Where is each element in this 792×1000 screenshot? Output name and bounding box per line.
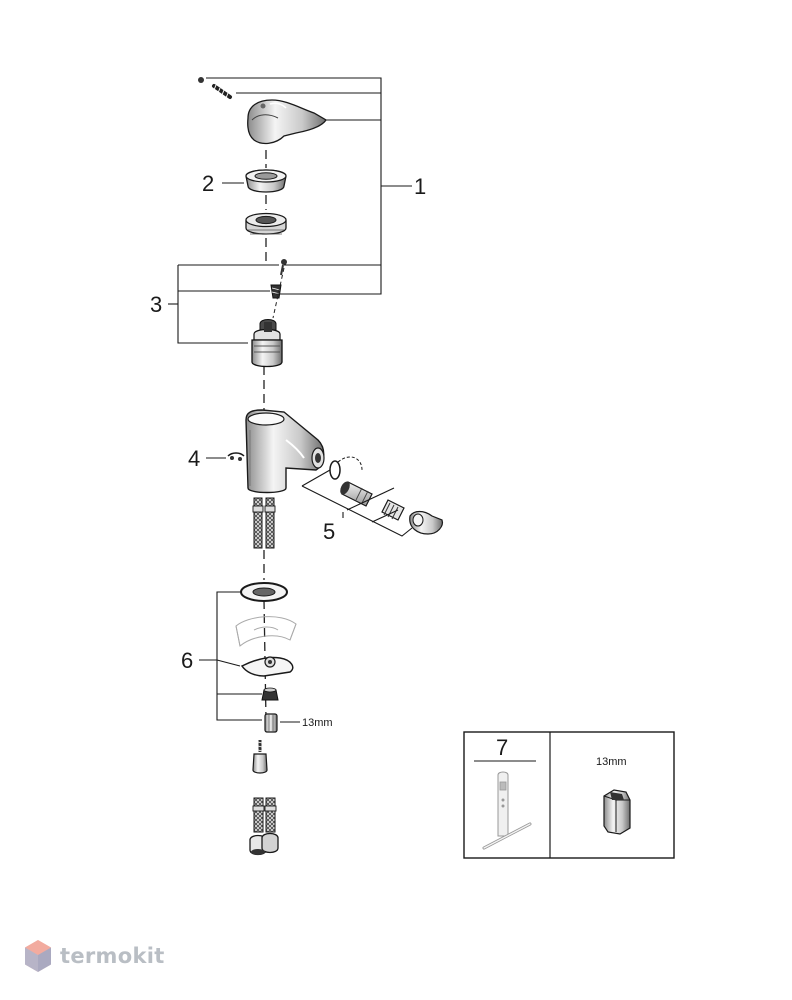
part-3-cartridge bbox=[251, 259, 287, 368]
tool-box: 7 13mm bbox=[463, 731, 675, 859]
callout-1: 1 bbox=[414, 174, 426, 199]
set-screw bbox=[212, 84, 232, 99]
sealing-ring bbox=[240, 582, 288, 602]
body-supply-hoses bbox=[252, 497, 276, 549]
leader-lines bbox=[168, 77, 413, 723]
cartridge-body bbox=[251, 319, 283, 368]
part-2-cover-cap bbox=[245, 169, 287, 193]
cartridge-stem bbox=[270, 267, 285, 319]
part-6-mounting-kit bbox=[235, 582, 297, 733]
hexagon-logo-icon bbox=[25, 940, 51, 972]
grub-screw-cap bbox=[198, 77, 204, 83]
cartridge-screw-head bbox=[281, 259, 287, 265]
cartridge-tool-icon bbox=[482, 771, 532, 850]
aerator-insert bbox=[381, 499, 405, 521]
basin-outline bbox=[235, 616, 297, 647]
callout-5: 5 bbox=[323, 519, 335, 544]
watermark-text: termokit bbox=[60, 944, 165, 968]
part-4-pop-up-clip bbox=[227, 452, 245, 461]
fixing-plate bbox=[240, 656, 294, 677]
supply-hoses bbox=[249, 797, 279, 856]
wrench-size-label: 13mm bbox=[302, 717, 333, 729]
swivel-sleeve bbox=[340, 481, 373, 507]
o-ring bbox=[329, 460, 341, 480]
faucet-body bbox=[227, 409, 325, 494]
threaded-rod-nut bbox=[264, 713, 278, 733]
callout-2: 2 bbox=[202, 171, 214, 196]
threaded-stud bbox=[252, 740, 268, 774]
watermark-logo: termokit bbox=[24, 936, 165, 976]
callout-3: 3 bbox=[150, 292, 162, 317]
swivel-spray-head bbox=[409, 510, 443, 535]
fixing-nut bbox=[261, 687, 279, 701]
hex-socket-icon bbox=[603, 789, 631, 835]
part-1-lever-handle bbox=[198, 77, 327, 235]
tool-number: 7 bbox=[496, 735, 508, 760]
cartridge-nut bbox=[245, 212, 287, 235]
tool-size-label: 13mm bbox=[596, 756, 627, 768]
callout-4: 4 bbox=[188, 446, 200, 471]
part-5-swivel-aerator bbox=[329, 456, 443, 535]
callout-6: 6 bbox=[181, 648, 193, 673]
lever-body bbox=[247, 99, 327, 145]
